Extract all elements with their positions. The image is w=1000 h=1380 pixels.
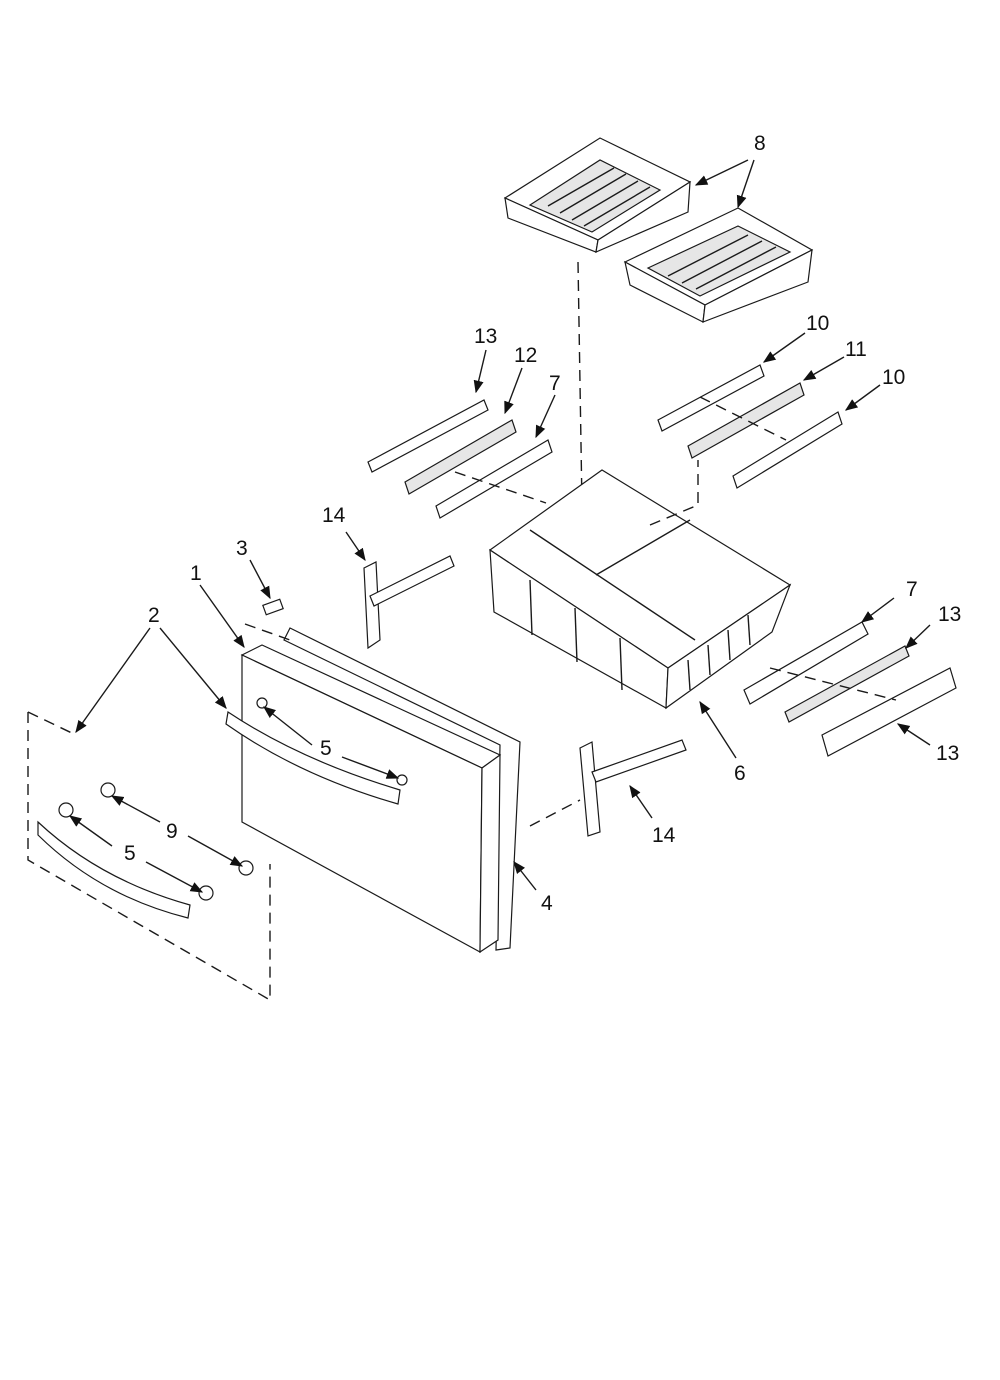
- alternate-handle-box-top: [27, 711, 77, 736]
- part-4-gasket: [283, 627, 521, 951]
- callout-7-lower: 7: [906, 578, 918, 601]
- callout-10-lower: 10: [882, 366, 905, 389]
- part-10-rail-b: [732, 411, 843, 489]
- callout-10-upper: 10: [806, 312, 829, 335]
- part-6-drawer-bin: [488, 469, 792, 710]
- part-11-rail: [687, 382, 805, 459]
- part-7-rail-upper: [435, 439, 553, 519]
- callout-13-upper: 13: [474, 325, 497, 348]
- callout-14-lower: 14: [652, 824, 676, 847]
- part-12-rail-lower: [784, 645, 910, 723]
- part-13-rail-lower: [821, 667, 957, 757]
- callout-8: 8: [754, 132, 766, 155]
- part-1-drawer-front: [240, 644, 502, 954]
- callout-9: 9: [166, 820, 178, 843]
- part-10-rail-a: [657, 364, 765, 432]
- leader-lines: [68, 159, 931, 893]
- part-5-screw-a: [256, 697, 268, 709]
- callout-13-lower: 13: [936, 742, 959, 765]
- callout-4: 4: [541, 892, 553, 915]
- guide-line-upper-rails: [454, 471, 547, 504]
- callout-2: 2: [148, 604, 160, 627]
- part-12-rail-upper: [404, 419, 517, 495]
- part-14-bracket-lower: [579, 739, 687, 837]
- guide-line-screw: [244, 623, 291, 641]
- callout-5-front: 5: [320, 737, 332, 760]
- guide-line-rail: [649, 460, 699, 526]
- callout-14-upper: 14: [322, 504, 346, 527]
- part-5-screw-b: [396, 774, 408, 786]
- callout-12-lower: 13: [938, 603, 961, 626]
- guide-line-right-rails: [699, 396, 787, 441]
- part-7-rail-lower: [743, 621, 869, 705]
- part-13-rail-upper: [367, 399, 489, 473]
- callout-7-upper: 7: [549, 372, 561, 395]
- part-3-screw: [262, 598, 284, 616]
- callout-1: 1: [190, 562, 202, 585]
- part-14-bracket-upper: [363, 555, 455, 650]
- part-2-handle: [225, 710, 401, 805]
- alternate-handle-box: [27, 712, 271, 1002]
- alternate-handle: [37, 782, 254, 919]
- callouts: 8 13 12 7 10 11 10 14 3 1 2 5 9 5 4 6 7 …: [124, 132, 961, 915]
- callout-11: 11: [845, 338, 867, 361]
- guide-line-basket: [577, 261, 583, 506]
- part-8-basket-right: [623, 207, 814, 323]
- guide-line-lower-rails: [769, 667, 897, 701]
- part-8-basket-left: [503, 137, 692, 253]
- callout-5-box: 5: [124, 842, 136, 865]
- callout-12-upper: 12: [514, 344, 537, 367]
- callout-3: 3: [236, 537, 248, 560]
- callout-6: 6: [734, 762, 746, 785]
